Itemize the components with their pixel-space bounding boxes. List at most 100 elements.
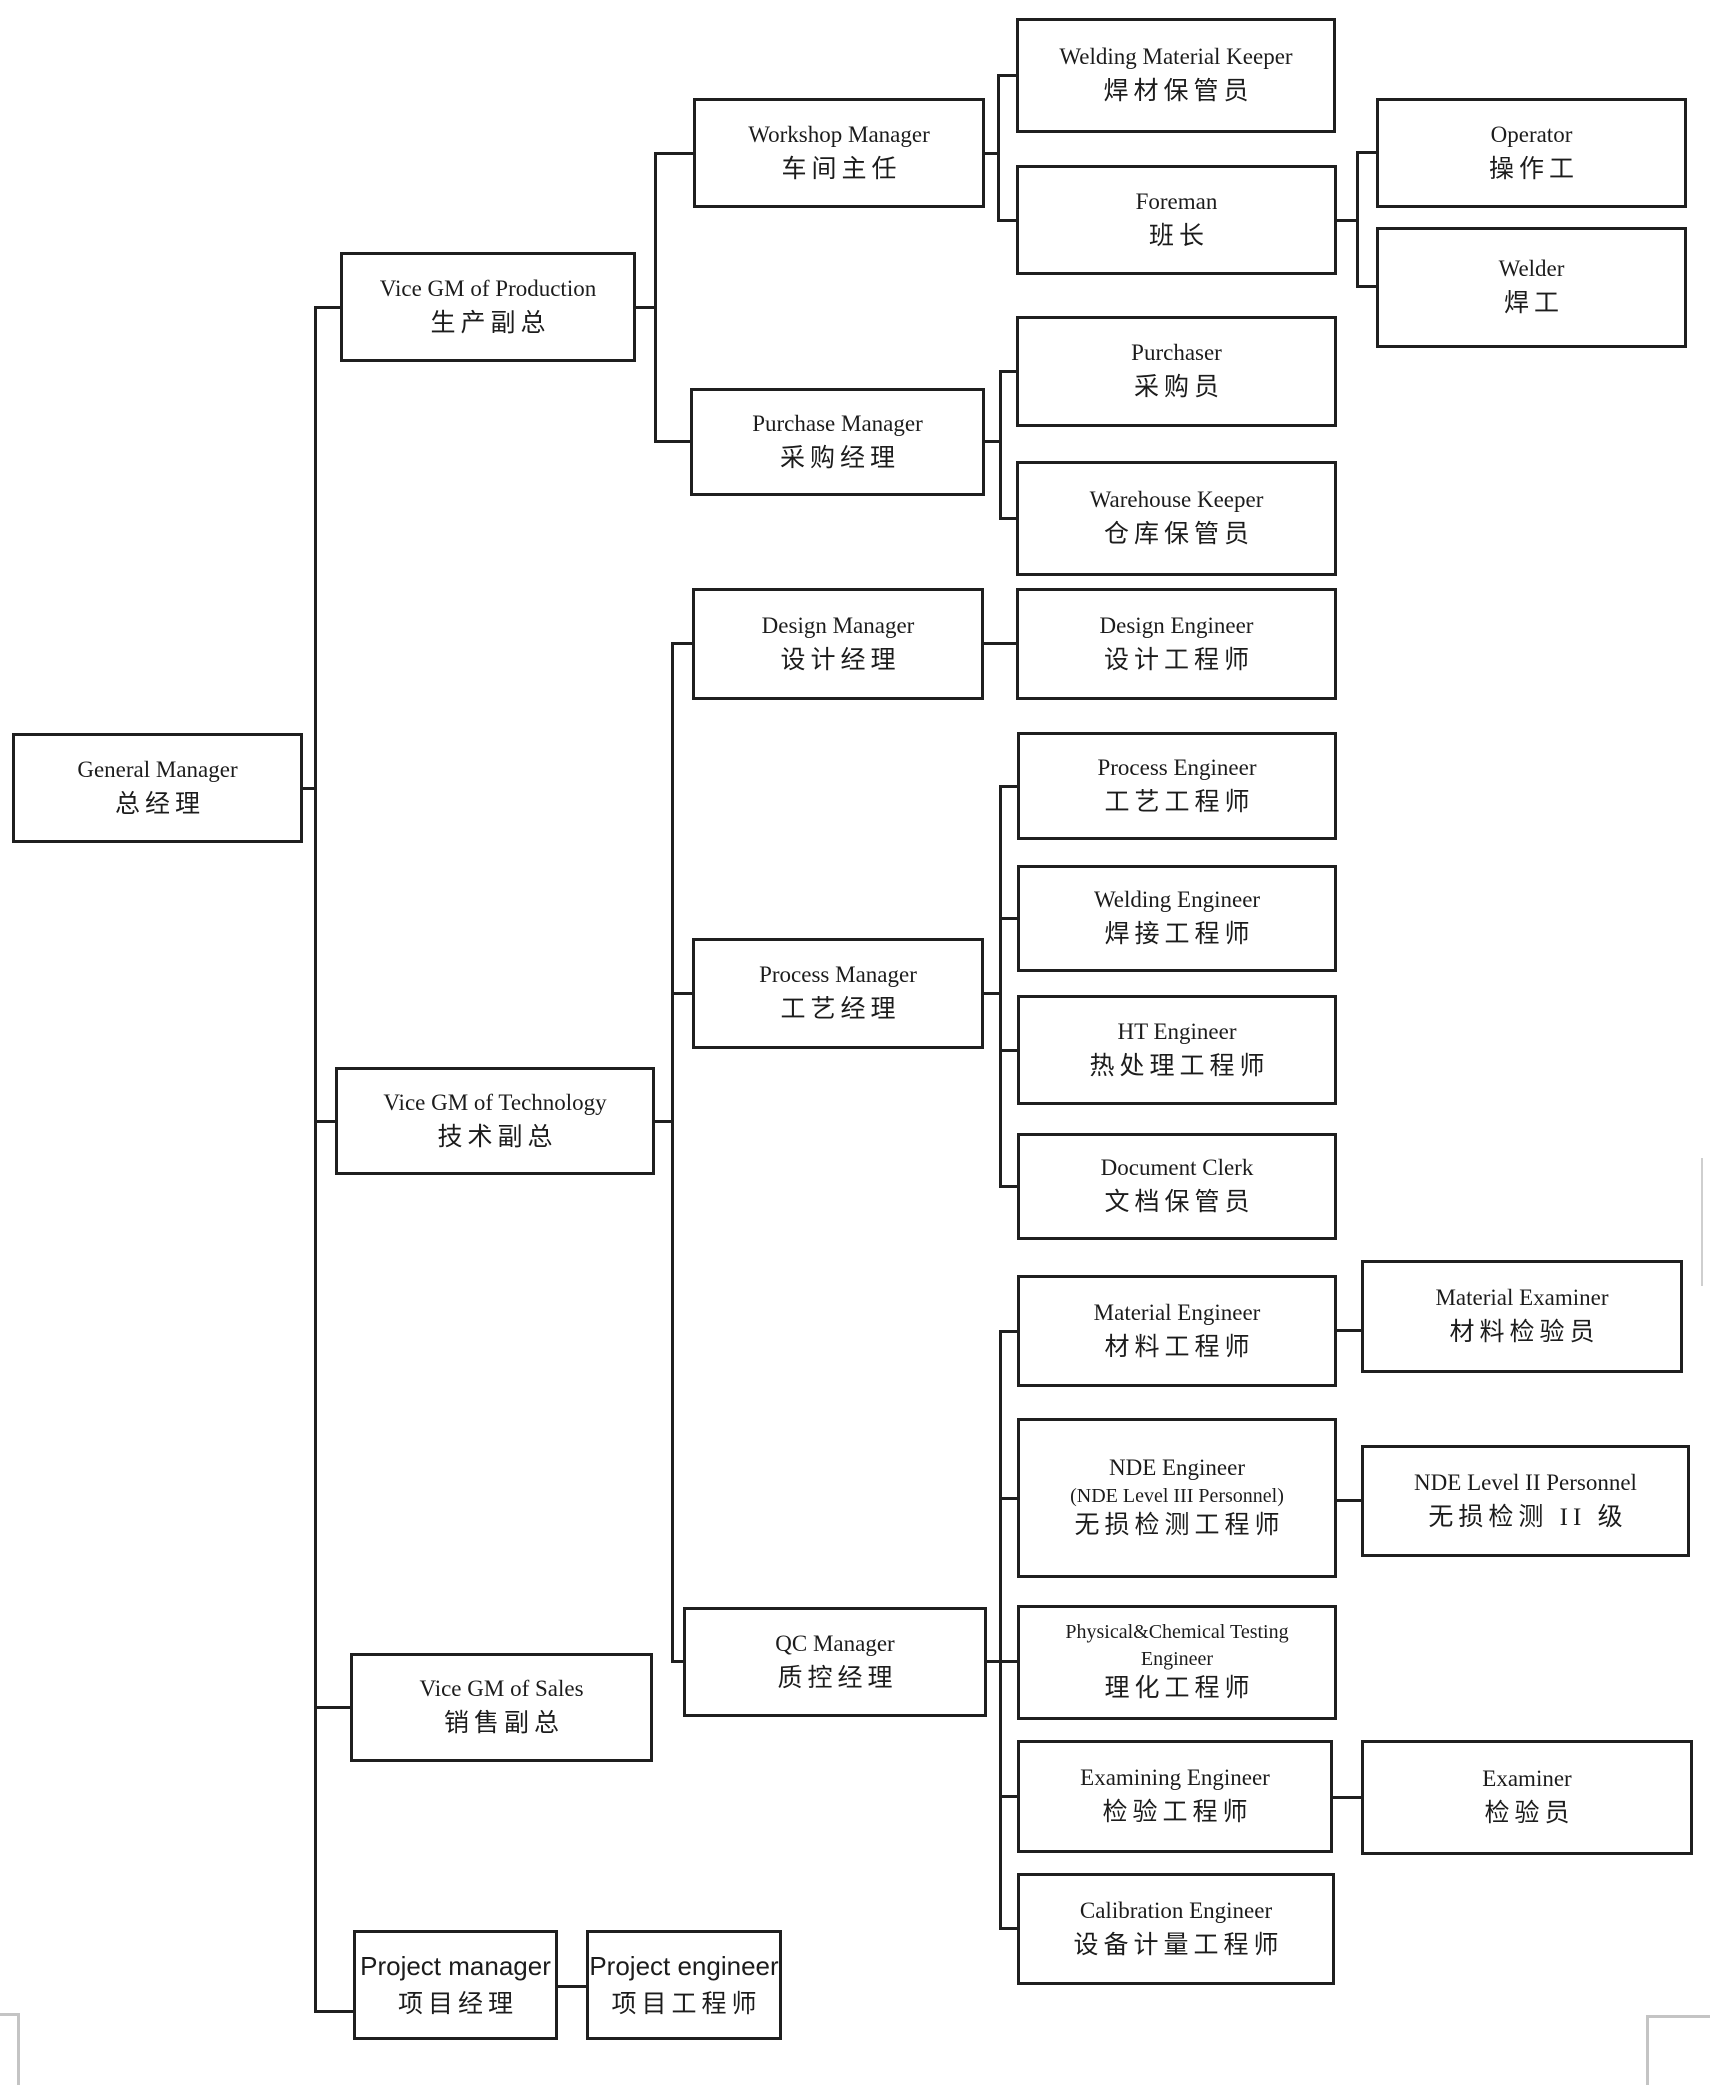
connector-line	[997, 74, 1016, 77]
node-label-en: Project manager	[360, 1951, 551, 1982]
node-label-en: HT Engineer	[1117, 1018, 1237, 1044]
node-label-en: Vice GM of Technology	[383, 1089, 607, 1115]
node-label-zh: 操作工	[1488, 155, 1579, 183]
scan-artifact	[17, 2013, 20, 2085]
org-node-workshop-manager: Workshop Manager 车间主任	[693, 98, 985, 208]
node-label-en: General Manager	[77, 756, 238, 782]
org-node-foreman: Foreman 班长	[1016, 165, 1337, 275]
connector-line	[999, 1330, 1018, 1333]
node-label-en: Purchaser	[1131, 340, 1222, 366]
connector-line	[671, 1660, 684, 1663]
org-node-purchase-manager: Purchase Manager 采购经理	[690, 388, 985, 496]
connector-line	[558, 1985, 586, 1988]
org-node-examining-engineer: Examining Engineer 检验工程师	[1017, 1740, 1333, 1853]
connector-line	[984, 992, 1000, 995]
node-label-zh: 理化工程师	[1104, 1675, 1255, 1703]
node-label-zh: 销售副总	[443, 1710, 564, 1738]
connector-line	[999, 1795, 1018, 1798]
connector-line	[1356, 285, 1376, 288]
connector-line	[1356, 151, 1376, 154]
node-label-en: Process Manager	[759, 962, 917, 988]
connector-line	[314, 306, 341, 309]
connector-line	[999, 1330, 1002, 1930]
scan-artifact	[1646, 2015, 1649, 2085]
scan-artifact	[1646, 2015, 1710, 2018]
node-label-sub: (NDE Level III Personnel)	[1070, 1485, 1284, 1508]
node-label-en: NDE Level II Personnel	[1414, 1469, 1637, 1495]
org-node-welder: Welder 焊工	[1376, 227, 1687, 348]
node-label-zh: 工艺工程师	[1104, 788, 1255, 816]
connector-line	[997, 74, 1000, 222]
connector-line	[314, 306, 317, 2013]
org-node-ht-engineer: HT Engineer 热处理工程师	[1017, 995, 1337, 1105]
connector-line	[999, 370, 1017, 373]
org-node-project-manager: Project manager 项目经理	[353, 1930, 558, 2040]
org-node-vice-gm-production: Vice GM of Production 生产副总	[340, 252, 636, 362]
connector-line	[655, 1120, 672, 1123]
node-label-en: Operator	[1490, 121, 1573, 147]
node-label-zh: 质控经理	[777, 1664, 898, 1692]
node-label-zh: 技术副总	[437, 1123, 558, 1151]
node-label-zh: 车间主任	[781, 155, 902, 183]
node-label-en: Project engineer	[589, 1951, 779, 1982]
connector-line	[999, 785, 1018, 788]
org-node-project-engineer: Project engineer 项目工程师	[586, 1930, 782, 2040]
node-label-en: Physical&Chemical Testing	[1065, 1621, 1289, 1644]
org-node-welding-material-keeper: Welding Material Keeper 焊材保管员	[1016, 18, 1336, 133]
node-label-zh: 设计工程师	[1103, 646, 1254, 674]
connector-line	[1333, 1796, 1361, 1799]
connector-line	[314, 1706, 351, 1709]
connector-line	[671, 642, 693, 645]
connector-line	[999, 1660, 1018, 1663]
connector-line	[999, 1185, 1018, 1188]
connector-line	[985, 440, 1000, 443]
node-label-en: Document Clerk	[1100, 1155, 1254, 1181]
node-label-en: Examining Engineer	[1080, 1765, 1270, 1791]
connector-line	[314, 2010, 354, 2013]
org-node-purchaser: Purchaser 采购员	[1016, 316, 1337, 427]
node-label-zh: 工艺经理	[780, 996, 901, 1024]
connector-line	[654, 440, 691, 443]
org-node-operator: Operator 操作工	[1376, 98, 1687, 208]
connector-line	[999, 1049, 1018, 1052]
node-label-en: Process Engineer	[1097, 754, 1257, 780]
node-label-zh: 热处理工程师	[1089, 1052, 1270, 1080]
org-node-examiner: Examiner 检验员	[1361, 1740, 1693, 1855]
node-label-en: Welding Engineer	[1093, 887, 1261, 913]
node-label-en: Warehouse Keeper	[1089, 487, 1264, 513]
node-label-zh: 项目经理	[397, 1989, 518, 2018]
org-node-design-engineer: Design Engineer 设计工程师	[1016, 588, 1337, 700]
org-node-vice-gm-sales: Vice GM of Sales 销售副总	[350, 1653, 653, 1762]
org-node-welding-engineer: Welding Engineer 焊接工程师	[1017, 865, 1337, 972]
node-label-en: Welder	[1498, 256, 1565, 282]
connector-line	[671, 642, 674, 1663]
node-label-zh: 检验工程师	[1102, 1799, 1253, 1827]
connector-line	[671, 992, 693, 995]
connector-line	[1337, 1499, 1361, 1502]
node-label-en: Examiner	[1482, 1766, 1572, 1792]
node-label-en: Purchase Manager	[752, 410, 923, 436]
connector-line	[999, 1497, 1018, 1500]
node-label-zh: 文档保管员	[1104, 1189, 1255, 1217]
org-node-vice-gm-technology: Vice GM of Technology 技术副总	[335, 1067, 655, 1175]
node-label-en: Design Engineer	[1099, 612, 1254, 638]
org-node-document-clerk: Document Clerk 文档保管员	[1017, 1133, 1337, 1240]
org-node-material-engineer: Material Engineer 材料工程师	[1017, 1275, 1337, 1387]
node-label-sub: Engineer	[1140, 1648, 1214, 1671]
connector-line	[636, 306, 655, 309]
node-label-en: Foreman	[1135, 188, 1218, 214]
connector-line	[999, 785, 1002, 1188]
connector-line	[984, 642, 1016, 645]
connector-line	[987, 1660, 1000, 1663]
connector-line	[303, 787, 317, 790]
connector-line	[999, 370, 1002, 520]
connector-line	[314, 1120, 336, 1123]
connector-line	[997, 219, 1016, 222]
connector-line	[654, 152, 657, 443]
org-node-material-examiner: Material Examiner 材料检验员	[1361, 1260, 1683, 1373]
node-label-en: Material Examiner	[1435, 1285, 1609, 1311]
node-label-zh: 项目工程师	[611, 1989, 762, 2018]
node-label-zh: 焊接工程师	[1104, 921, 1255, 949]
connector-line	[1337, 1329, 1361, 1332]
